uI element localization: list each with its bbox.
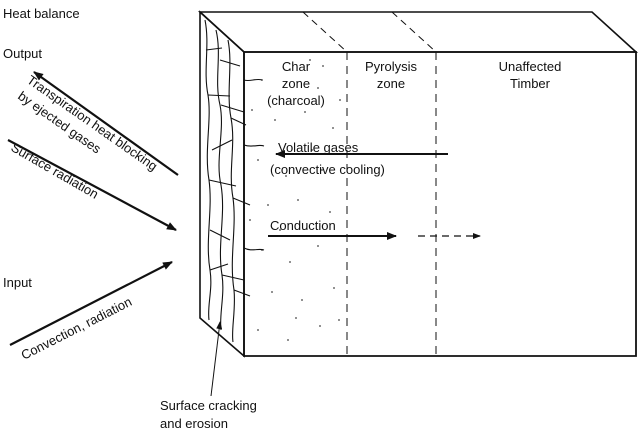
internal-arrows: [268, 150, 481, 240]
top-divider-2: [391, 11, 437, 53]
cracking-leader-arrow: [210, 321, 223, 397]
volatile-gases-label-line1: Volatile gases: [278, 140, 359, 155]
heat-flow-arrows: [7, 71, 179, 346]
unaffected-timber-label-line1: Unaffected: [499, 59, 562, 74]
convection-radiation-label: Convection, radiation: [19, 294, 135, 363]
block-side-face: [199, 10, 245, 358]
output-label: Output: [3, 46, 42, 61]
surface-cracking-label-line1: Surface cracking: [160, 398, 257, 413]
input-label: Input: [3, 275, 32, 290]
convection-radiation-arrow: [9, 261, 173, 346]
char-zone-label-line2: zone: [282, 76, 310, 91]
heat-balance-label: Heat balance: [3, 6, 80, 21]
surface-cracking-label-line2: and erosion: [160, 416, 228, 431]
top-divider-1: [302, 11, 348, 53]
pyrolysis-zone-label-line1: Pyrolysis: [365, 59, 418, 74]
unaffected-timber-label-line2: Timber: [510, 76, 551, 91]
pyrolysis-zone-label-line2: zone: [377, 76, 405, 91]
surface-radiation-arrow: [7, 139, 177, 231]
char-zone-label-line3: (charcoal): [267, 93, 325, 108]
surface-cracks: [204, 19, 265, 343]
transpiration-arrow: [33, 71, 179, 176]
volatile-gases-label-line2: (convective cooling): [270, 162, 385, 177]
block-top-face: [197, 11, 639, 53]
char-zone-label-line1: Char: [282, 59, 311, 74]
timber-block: [197, 10, 639, 358]
conduction-label: Conduction: [270, 218, 336, 233]
